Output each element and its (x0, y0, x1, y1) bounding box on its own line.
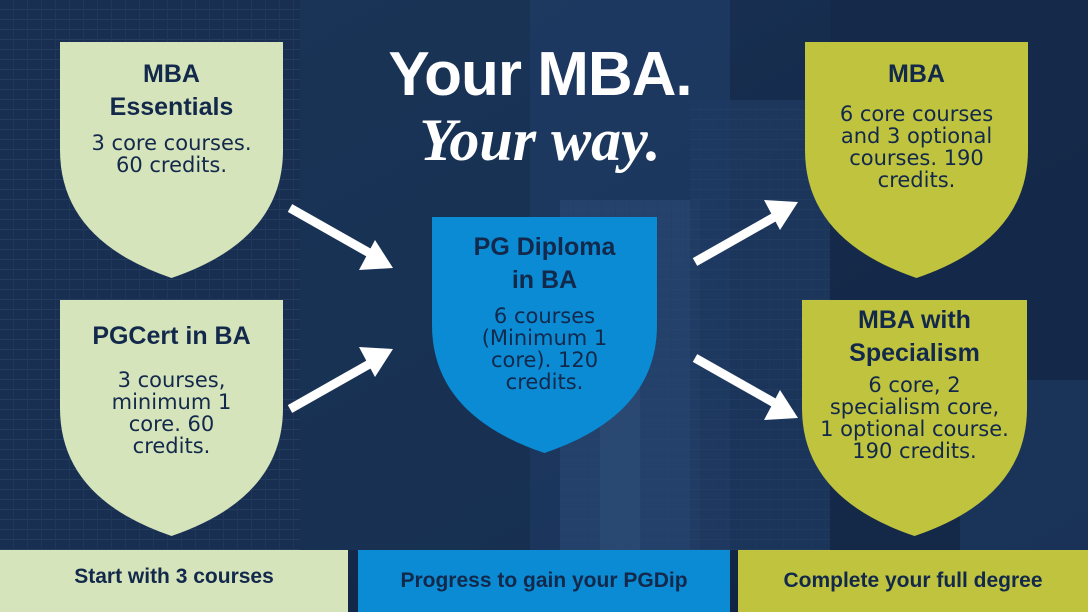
headline-line2: Your way. (419, 107, 661, 173)
shield-mba-specialism: MBA with Specialism 6 core, 2 specialism… (802, 298, 1027, 538)
footer-start: Start with 3 courses (0, 550, 348, 612)
footer-complete-label: Complete your full degree (783, 569, 1043, 592)
arrow-essentials-to-diploma (287, 204, 393, 270)
arrow-diploma-to-specialism (692, 354, 798, 420)
shield-shape (432, 217, 657, 453)
shield-pgcert: PGCert in BA 3 courses, minimum 1 core. … (60, 298, 283, 538)
shield-heading: PGCert in BA (92, 322, 251, 350)
footer-start-label: Start with 3 courses (74, 565, 274, 588)
shield-shape (805, 42, 1028, 278)
shield-heading: MBA Essentials (109, 60, 234, 121)
shield-body: 6 courses (Minimum 1 core). 120 credits. (481, 304, 608, 394)
footer-progress-label: Progress to gain your PGDip (400, 569, 688, 592)
shield-body: 3 core courses. 60 credits. (91, 131, 252, 177)
arrow-pgcert-to-diploma (287, 347, 393, 413)
headline-line1: Your MBA. (388, 40, 692, 109)
shield-body: 6 core, 2 specialism core, 1 optional co… (820, 373, 1009, 463)
footer-progress: Progress to gain your PGDip (358, 550, 730, 612)
shield-shape (60, 42, 283, 278)
shield-pg-diploma: PG Diploma in BA 6 courses (Minimum 1 co… (432, 215, 657, 455)
shield-shape (802, 300, 1027, 536)
arrow-diploma-to-mba (692, 200, 798, 266)
shield-heading: PG Diploma in BA (473, 233, 616, 294)
shield-body: 6 core courses and 3 optional courses. 1… (839, 102, 994, 192)
shield-heading: MBA with Specialism (849, 306, 980, 367)
shield-body: 3 courses, minimum 1 core. 60 credits. (111, 368, 232, 458)
shield-heading: MBA (888, 60, 945, 88)
footer-complete: Complete your full degree (738, 550, 1088, 612)
shield-shape (60, 300, 283, 536)
shield-mba-essentials: MBA Essentials 3 core courses. 60 credit… (60, 40, 283, 280)
shield-mba: MBA 6 core courses and 3 optional course… (805, 40, 1028, 280)
headline: Your MBA. Your way. (330, 40, 750, 170)
